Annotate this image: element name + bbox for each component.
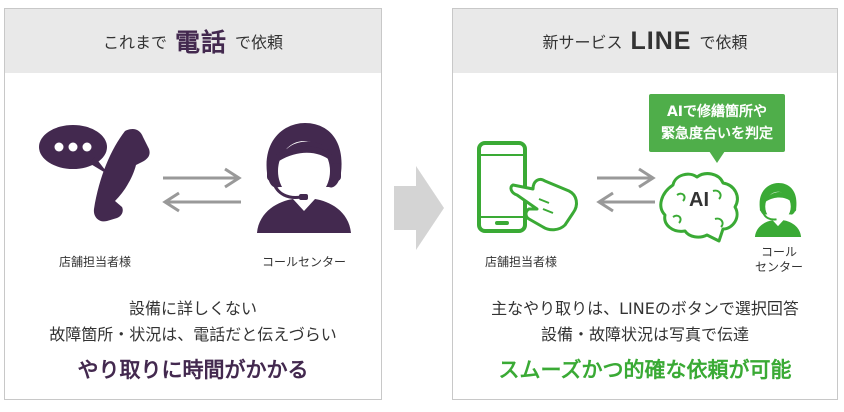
operator-headset-icon: [257, 123, 351, 233]
header-post-text: で依頼: [235, 33, 284, 52]
exchange-arrows-icon: [162, 167, 242, 213]
ai-text: AI: [689, 189, 709, 211]
bubble-line-1: AIで修繕箇所や: [666, 104, 768, 120]
panel-line-header: 新サービス LINE で依頼: [453, 9, 837, 73]
operator-headset-icon: [754, 182, 802, 237]
emphasis-text: スムーズかつ的確な依頼が可能: [498, 358, 792, 382]
actor-store-label: 店舗担当者様: [484, 255, 557, 269]
header-pre-text: 新サービス: [542, 33, 623, 52]
smartphone-touch-icon: [477, 141, 578, 233]
actor-center-label-line-1: コール: [760, 245, 797, 259]
actor-center-label-line-2: センター: [754, 260, 803, 274]
ai-judgement-bubble: AIで修繕箇所や 緊急度合いを判定: [649, 94, 785, 152]
transition-arrow-icon: [394, 166, 444, 250]
header-big-text: 電話: [174, 28, 227, 57]
description-line-1: 設備に詳しくない: [128, 299, 257, 318]
header-post-text: で依頼: [699, 33, 748, 52]
header-pre-text: これまで: [102, 33, 167, 52]
description-line-1: 主なやり取りは、LINEのボタンで選択回答: [491, 299, 799, 318]
actor-center-label: コールセンター: [261, 255, 346, 269]
panel-line-request: 新サービス LINE で依頼 AIで修繕箇所や 緊急度合いを判定 AI: [452, 8, 838, 400]
header-big-text: LINE: [630, 26, 692, 55]
emphasis-text: やり取りに時間がかかる: [77, 358, 309, 382]
actor-store-label: 店舗担当者様: [58, 255, 131, 269]
description-line-2: 設備・故障状況は写真で伝達: [540, 325, 749, 344]
bubble-line-2: 緊急度合いを判定: [661, 126, 773, 142]
panel-phone-header: これまで 電話 で依頼: [5, 9, 381, 73]
panel-phone-request: これまで 電話 で依頼 店舗担当者様 コールセンター 設備に詳しくない: [4, 8, 382, 400]
description-line-2: 故障箇所・状況は、電話だと伝えづらい: [49, 325, 337, 344]
bubble-tail: [709, 151, 725, 163]
exchange-arrows-icon: [596, 167, 656, 213]
actor-center-label: コール センター: [737, 245, 821, 275]
phone-speech-icon: [39, 125, 150, 222]
ai-brain-icon: [659, 172, 739, 243]
